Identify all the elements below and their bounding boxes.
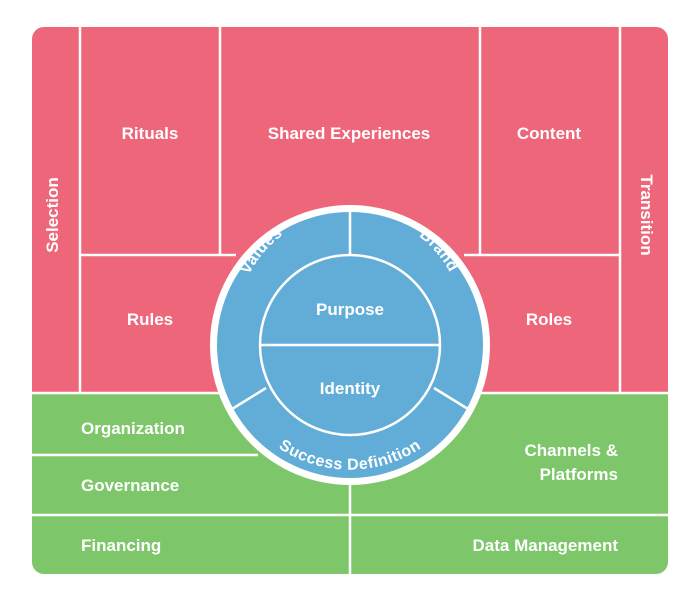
label-roles: Roles (526, 310, 572, 329)
label-governance: Governance (81, 476, 179, 495)
label-shared-experiences: Shared Experiences (268, 124, 431, 143)
ring-divider-left (231, 386, 267, 411)
label-rituals: Rituals (122, 124, 179, 143)
label-transition: Transition (637, 174, 656, 255)
label-purpose: Purpose (316, 300, 384, 319)
ring-divider-right (433, 386, 469, 411)
center-circle (210, 205, 490, 485)
label-content: Content (517, 124, 582, 143)
label-channels-platforms-line1: Channels & (524, 441, 618, 460)
label-organization: Organization (81, 419, 185, 438)
label-identity: Identity (320, 379, 381, 398)
label-selection: Selection (43, 177, 62, 253)
label-financing: Financing (81, 536, 161, 555)
label-data-management: Data Management (473, 536, 619, 555)
label-channels-platforms-line2: Platforms (540, 465, 618, 484)
label-rules: Rules (127, 310, 173, 329)
